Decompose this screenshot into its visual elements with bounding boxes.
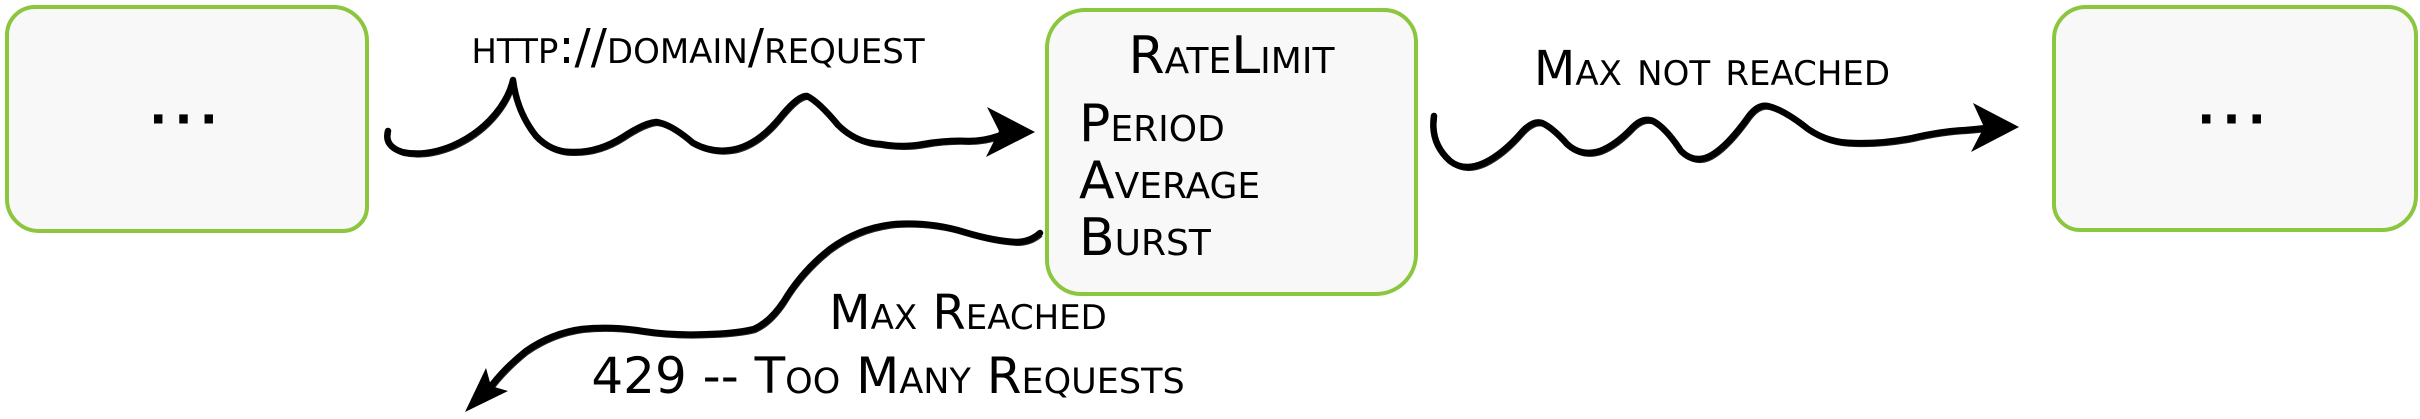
left-node-box: ... — [5, 5, 369, 233]
arrowhead-right-icon — [986, 107, 1035, 157]
max-not-reached-label: Max not reached — [1533, 41, 1891, 97]
ratelimit-item-burst: Burst — [1079, 208, 1211, 268]
ratelimit-node-box: RateLimit Period Average Burst — [1045, 8, 1418, 296]
ratelimit-items: Period Average Burst — [1079, 96, 1414, 267]
ratelimit-item-average: Average — [1079, 151, 1261, 211]
right-node-box: ... — [2052, 5, 2418, 232]
request-arrow — [384, 76, 1035, 158]
ratelimit-title: RateLimit — [1128, 26, 1335, 86]
ratelimit-item-period: Period — [1079, 94, 1225, 154]
max-not-reached-arrow — [1430, 102, 2019, 171]
request-url-label: http://domain/request — [471, 19, 925, 75]
max-reached-label: Max Reached — [829, 285, 1107, 341]
left-node-ellipsis-label: ... — [149, 79, 225, 136]
arrowhead-down-left-icon — [465, 368, 508, 412]
right-node-ellipsis-label: ... — [2197, 78, 2273, 135]
arrowhead-right-icon — [1971, 103, 2019, 152]
max-reached-arrow — [465, 220, 1044, 412]
too-many-requests-label: 429 -- Too Many Requests — [591, 347, 1185, 405]
